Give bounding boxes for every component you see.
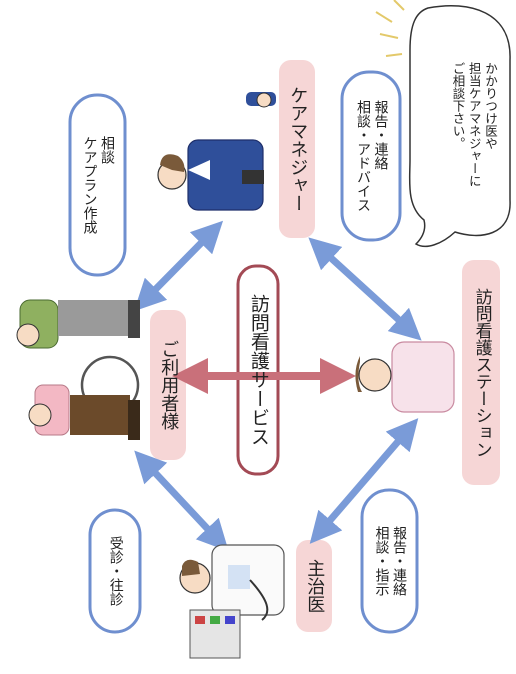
node-care-manager: ケアマネジャー — [287, 86, 309, 212]
node-care-manager-label-bg — [279, 60, 315, 238]
arrow-careman-station — [308, 237, 422, 341]
node-user-label-bg — [150, 310, 186, 460]
note-visit: 受診・往診 — [107, 536, 124, 606]
note-report-advice: 報告・連絡 相談・アドバイス — [355, 100, 389, 212]
node-user: ご利用者様 — [158, 340, 180, 430]
node-doctor-label-bg — [296, 540, 332, 632]
nurse-illustration — [355, 341, 455, 413]
user-illustration — [16, 299, 140, 440]
doctor-illustration — [179, 544, 285, 659]
arrow-user-careman — [133, 220, 224, 312]
note-visit-box — [88, 508, 142, 634]
speech-bubble — [375, 0, 511, 248]
arrow-user-doctor — [134, 450, 229, 552]
node-station: 訪問看護ステーション — [471, 287, 492, 458]
note-report-instruction: 報告・連絡 相談・指示 — [373, 526, 408, 596]
arrow-doctor-station — [309, 418, 419, 544]
care-manager-illustration — [157, 92, 276, 211]
center-service-label: 訪問看護サービス — [247, 294, 270, 446]
speech-bubble-text: かかりつけ医や 担当ケアマネジャーに ご相談下さい。 — [450, 61, 499, 187]
note-consult-careplan: 相談 ケアプラン作成 — [81, 136, 116, 234]
note-consult-careplan-box — [68, 93, 127, 277]
node-station-label-bg — [462, 260, 500, 485]
node-doctor: 主治医 — [304, 559, 326, 613]
